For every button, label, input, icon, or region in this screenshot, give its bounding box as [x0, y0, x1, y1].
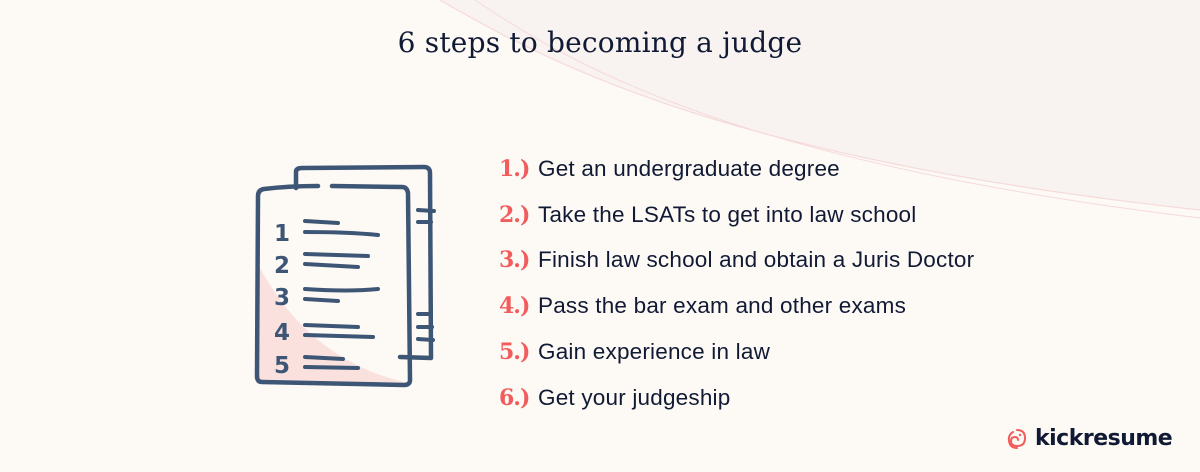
steps-list: 1.) Get an undergraduate degree 2.) Take… — [499, 146, 974, 421]
numbered-list-documents-icon: 1 2 3 4 5 — [254, 164, 436, 388]
step-item: 5.) Gain experience in law — [499, 329, 974, 375]
step-number: 1.) — [499, 155, 530, 182]
step-item: 2.) Take the LSATs to get into law schoo… — [499, 192, 974, 238]
step-item: 1.) Get an undergraduate degree — [499, 146, 974, 192]
list-number-2: 2 — [274, 253, 290, 279]
brand-logo: kickresume — [1005, 426, 1173, 451]
step-text: Pass the bar exam and other exams — [538, 293, 907, 319]
step-number: 5.) — [499, 339, 530, 366]
list-number-3: 3 — [274, 285, 290, 311]
step-text: Gain experience in law — [538, 339, 771, 365]
step-number: 4.) — [499, 293, 530, 320]
page-title: 6 steps to becoming a judge — [397, 26, 803, 59]
list-number-1: 1 — [274, 221, 290, 247]
step-text: Finish law school and obtain a Juris Doc… — [538, 247, 975, 273]
list-number-5: 5 — [274, 353, 290, 379]
step-item: 4.) Pass the bar exam and other exams — [499, 283, 974, 329]
step-text: Take the LSATs to get into law school — [538, 201, 917, 227]
step-text: Get your judgeship — [538, 384, 731, 410]
step-text: Get an undergraduate degree — [538, 155, 840, 181]
step-number: 2.) — [499, 201, 530, 228]
brand-name: kickresume — [1035, 426, 1173, 451]
kickresume-chameleon-logo-icon — [1007, 428, 1027, 449]
step-item: 6.) Get your judgeship — [499, 375, 974, 421]
step-number: 6.) — [499, 384, 530, 411]
step-item: 3.) Finish law school and obtain a Juris… — [499, 238, 974, 284]
list-number-4: 4 — [274, 320, 290, 346]
step-number: 3.) — [499, 247, 530, 274]
